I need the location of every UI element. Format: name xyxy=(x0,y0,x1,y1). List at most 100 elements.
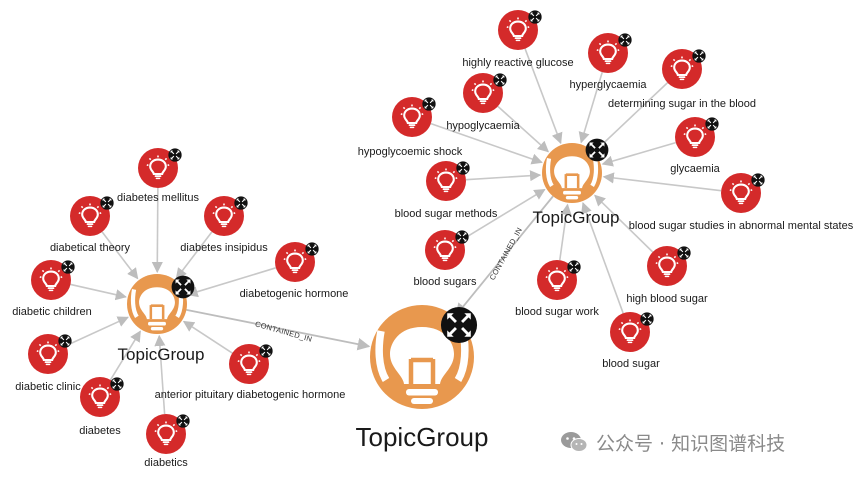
topic-node-label: hyperglycaemia xyxy=(569,79,647,91)
topic-node-circle[interactable] xyxy=(537,260,577,300)
topic-node[interactable]: anterior pituitary diabetogenic hormone xyxy=(155,344,346,401)
edge-label-text: CONTAINED_IN xyxy=(254,319,313,343)
expand-icon[interactable] xyxy=(692,49,706,63)
topic-node-circle[interactable] xyxy=(662,49,702,89)
topic-group-node[interactable]: TopicGroup xyxy=(533,138,620,227)
topic-node[interactable]: hyperglycaemia xyxy=(569,33,647,91)
topic-node[interactable]: blood sugar studies in abnormal mental s… xyxy=(629,173,854,232)
expand-icon[interactable] xyxy=(100,196,114,210)
watermark-text: 公众号 · 知识图谱科技 xyxy=(596,432,786,455)
expand-icon[interactable] xyxy=(58,334,72,348)
topic-node[interactable]: hypoglycoemic shock xyxy=(358,97,463,158)
topic-node-circle[interactable] xyxy=(610,312,650,352)
expand-icon[interactable] xyxy=(677,246,691,260)
leaf-edge xyxy=(182,320,233,354)
leaf-edge xyxy=(461,188,546,241)
wechat-icon xyxy=(561,432,588,452)
topic-node-label: diabetes xyxy=(79,425,121,437)
topic-node[interactable]: diabetes insipidus xyxy=(180,196,268,254)
expand-icon[interactable] xyxy=(61,260,75,274)
leaf-edge xyxy=(151,187,163,274)
expand-icon[interactable] xyxy=(168,148,182,162)
leaf-edge xyxy=(186,267,277,298)
topic-node-circle[interactable] xyxy=(80,377,120,417)
expand-icon[interactable] xyxy=(618,33,632,47)
topic-node-circle[interactable] xyxy=(498,10,538,50)
topic-node-label: blood sugar studies in abnormal mental s… xyxy=(629,220,854,232)
topic-node[interactable]: diabetic clinic xyxy=(15,334,81,393)
topic-node[interactable]: determining sugar in the blood xyxy=(608,49,756,110)
topic-node[interactable]: diabetes mellitus xyxy=(117,148,199,204)
expand-icon[interactable] xyxy=(440,306,478,344)
topic-node-circle[interactable] xyxy=(426,161,466,201)
expand-icon[interactable] xyxy=(585,138,609,162)
topic-node[interactable]: highly reactive glucose xyxy=(462,10,574,69)
topic-node-circle[interactable] xyxy=(146,414,186,454)
expand-icon[interactable] xyxy=(234,196,248,210)
topic-node-circle[interactable] xyxy=(647,246,687,286)
topic-node-circle[interactable] xyxy=(28,334,68,374)
topic-group-label: TopicGroup xyxy=(533,208,620,227)
expand-icon[interactable] xyxy=(259,344,273,358)
expand-icon[interactable] xyxy=(422,97,436,111)
topic-node-circle[interactable] xyxy=(392,97,432,137)
topic-node-label: blood sugar work xyxy=(515,306,599,318)
expand-icon[interactable] xyxy=(455,230,469,244)
expand-icon[interactable] xyxy=(751,173,765,187)
contained-in-edge xyxy=(186,309,371,351)
topic-node[interactable]: blood sugar work xyxy=(515,260,599,318)
leaf-edge xyxy=(497,105,550,153)
leaf-edge xyxy=(109,330,141,381)
expand-icon[interactable] xyxy=(176,414,190,428)
topic-node[interactable]: diabetical theory xyxy=(50,196,131,254)
topic-node[interactable]: diabetogenic hormone xyxy=(240,242,349,300)
topic-node-label: diabetic children xyxy=(12,306,92,318)
topic-node-circle[interactable] xyxy=(588,33,628,73)
topic-node-label: blood sugars xyxy=(414,276,477,288)
topic-node-circle[interactable] xyxy=(31,260,71,300)
topic-node-circle[interactable] xyxy=(275,242,315,282)
topic-node[interactable]: glycaemia xyxy=(670,117,721,175)
topic-node-circle[interactable] xyxy=(138,148,178,188)
topic-node-circle[interactable] xyxy=(204,196,244,236)
expand-icon[interactable] xyxy=(305,242,319,256)
topic-node[interactable]: blood sugar xyxy=(602,312,660,370)
topic-node[interactable]: diabetes xyxy=(79,377,124,437)
center-topic-node[interactable]: TopicGroup xyxy=(356,305,489,452)
topic-node[interactable]: blood sugar methods xyxy=(395,161,498,220)
topic-node-circle[interactable] xyxy=(721,173,761,213)
topic-node[interactable]: high blood sugar xyxy=(626,246,708,305)
topic-node-label: diabetic clinic xyxy=(15,381,81,393)
leaf-edge xyxy=(594,82,669,152)
topic-node-circle[interactable] xyxy=(229,344,269,384)
center-topic-label: TopicGroup xyxy=(356,422,489,452)
leaf-edge xyxy=(578,71,604,144)
leaf-edge xyxy=(581,202,624,314)
expand-icon[interactable] xyxy=(528,10,542,24)
expand-icon[interactable] xyxy=(567,260,581,274)
topic-node-circle[interactable] xyxy=(425,230,465,270)
expand-icon[interactable] xyxy=(493,73,507,87)
topic-node[interactable]: blood sugars xyxy=(414,230,477,288)
leaf-edge xyxy=(558,203,572,261)
leaf-edge xyxy=(430,122,543,165)
expand-icon[interactable] xyxy=(705,117,719,131)
topic-node-circle[interactable] xyxy=(463,73,503,113)
expand-icon[interactable] xyxy=(171,275,195,299)
edge-label-left: CONTAINED_IN xyxy=(254,319,313,343)
topic-node-label: anterior pituitary diabetogenic hormone xyxy=(155,389,346,401)
expand-icon[interactable] xyxy=(110,377,124,391)
topic-group-node[interactable]: TopicGroup xyxy=(118,274,205,364)
topic-node-label: diabetes insipidus xyxy=(180,242,268,254)
topic-node[interactable]: diabetics xyxy=(144,414,190,469)
expand-icon[interactable] xyxy=(456,161,470,175)
topic-node-label: blood sugar methods xyxy=(395,208,498,220)
topic-node-circle[interactable] xyxy=(675,117,715,157)
topic-node-circle[interactable] xyxy=(70,196,110,236)
topic-node[interactable]: diabetic children xyxy=(12,260,92,318)
topic-node-label: hypoglycaemia xyxy=(446,120,520,132)
topic-node[interactable]: hypoglycaemia xyxy=(446,73,521,132)
expand-icon[interactable] xyxy=(640,312,654,326)
